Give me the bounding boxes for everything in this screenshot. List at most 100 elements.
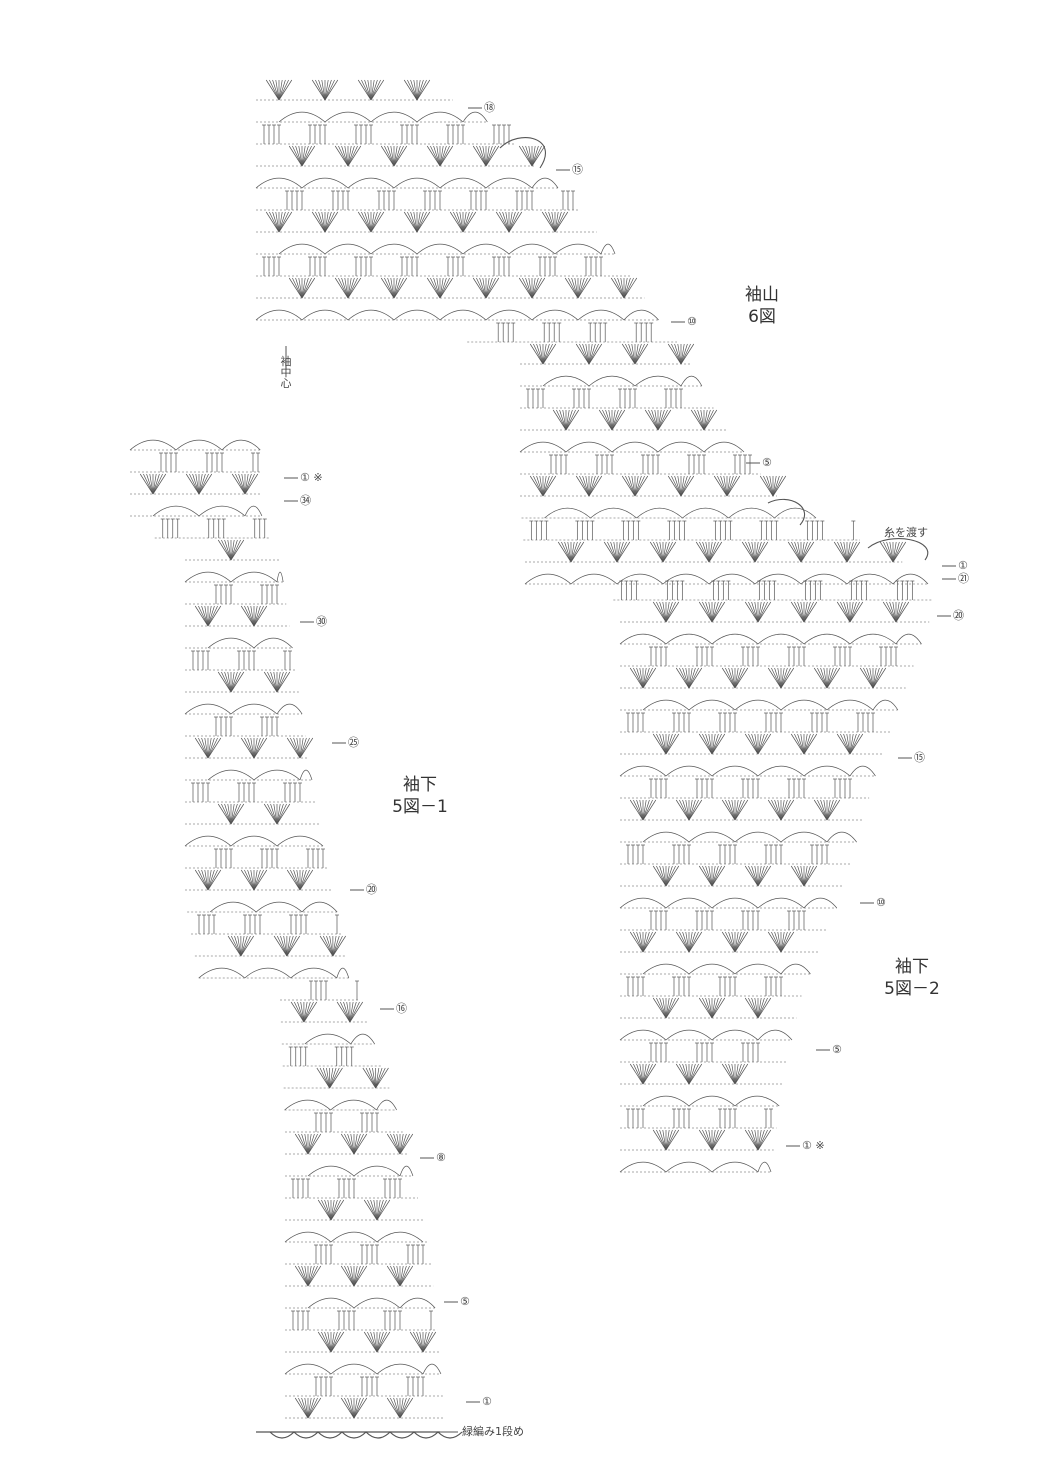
fan-stitch — [338, 277, 349, 299]
fan-stitch — [322, 1067, 331, 1089]
fan-stitch — [307, 1265, 315, 1287]
fan-stitch — [324, 79, 329, 101]
row-marker-cap-1: ① — [958, 559, 968, 572]
chain-arc — [301, 177, 349, 189]
fan-stitch — [301, 1133, 309, 1155]
fan-stitch — [711, 1129, 722, 1151]
fan-stitch — [286, 869, 301, 891]
fan-stitch — [565, 409, 576, 431]
fan-stitch — [416, 211, 424, 233]
fan-stitch — [777, 799, 782, 821]
fan-stitch — [372, 1067, 377, 1089]
fan-stitch — [485, 277, 490, 299]
fan-stitch — [774, 931, 782, 953]
fan-stitch — [682, 931, 690, 953]
fan-stitch — [628, 343, 636, 365]
fan-stitch — [244, 605, 255, 627]
fan-stitch — [436, 277, 441, 299]
chain-arc — [184, 703, 232, 715]
fan-stitch — [702, 997, 713, 1019]
fan-stitch — [725, 667, 736, 689]
fan-stitch — [665, 601, 680, 623]
fan-stitch — [748, 1129, 759, 1151]
fan-stitch — [570, 541, 578, 563]
chain-arc — [276, 571, 284, 583]
fan-stitch — [656, 601, 667, 623]
fan-stitch — [698, 601, 713, 623]
underarm-chart-part1 — [129, 439, 445, 1419]
fan-stitch — [221, 803, 232, 825]
fan-stitch — [567, 541, 572, 563]
row-marker-cap-10: ⑩ — [687, 315, 697, 328]
fan-stitch — [353, 1265, 368, 1287]
fan-stitch — [734, 667, 739, 689]
fan-stitch — [665, 601, 676, 623]
fan-stitch — [662, 1129, 667, 1151]
fan-stitch — [152, 473, 157, 495]
chain-arc — [757, 765, 805, 777]
fan-stitch — [621, 343, 636, 365]
fan-stitch — [679, 1063, 690, 1085]
fan-stitch — [577, 277, 582, 299]
fan-stitch — [299, 737, 304, 759]
fan-stitch — [754, 1129, 759, 1151]
yarn-loop-cap-top — [499, 137, 546, 169]
row-marker-p1-30: ㉚ — [316, 615, 327, 628]
fan-stitch — [665, 601, 670, 623]
fan-stitch — [625, 343, 636, 365]
fan-stitch — [680, 475, 688, 497]
chain-arc — [872, 699, 899, 711]
fan-stitch — [754, 541, 762, 563]
fan-stitch — [525, 145, 533, 167]
fan-stitch — [629, 931, 644, 953]
chain-arc — [244, 967, 291, 979]
fan-stitch — [542, 475, 550, 497]
chain-arc — [324, 243, 372, 255]
fan-stitch — [656, 541, 664, 563]
fan-stitch — [665, 1129, 680, 1151]
fan-stitch — [439, 277, 450, 299]
fan-stitch — [201, 869, 209, 891]
fan-stitch — [413, 211, 418, 233]
fan-stitch — [642, 667, 653, 689]
fan-stitch — [482, 145, 487, 167]
fan-stitch — [554, 211, 565, 233]
fan-stitch — [278, 79, 286, 101]
fan-stitch — [240, 605, 255, 627]
fan-stitch — [263, 803, 278, 825]
fan-stitch — [539, 343, 544, 365]
fan-stitch — [725, 931, 736, 953]
fan-stitch — [278, 211, 283, 233]
fan-stitch — [662, 733, 667, 755]
fan-stitch — [230, 539, 245, 561]
fan-stitch — [143, 473, 154, 495]
fan-stitch — [531, 277, 536, 299]
chain-arc — [849, 765, 876, 777]
fan-stitch — [734, 799, 745, 821]
fan-stitch — [731, 931, 736, 953]
fan-stitch — [518, 277, 533, 299]
fan-stitch — [318, 79, 326, 101]
fan-stitch — [329, 1067, 337, 1089]
fan-stitch — [734, 667, 749, 689]
fan-stitch — [399, 1265, 414, 1287]
fan-stitch — [290, 1001, 305, 1023]
fan-stitch — [198, 473, 203, 495]
fan-stitch — [542, 343, 557, 365]
fan-stitch — [344, 145, 349, 167]
fan-stitch — [757, 733, 762, 755]
fan-stitch — [390, 145, 395, 167]
fan-stitch — [588, 343, 593, 365]
fan-stitch — [803, 601, 818, 623]
fan-stitch — [295, 145, 303, 167]
fan-stitch — [370, 1331, 378, 1353]
fan-stitch — [349, 1001, 364, 1023]
fan-stitch — [407, 79, 418, 101]
fan-stitch — [577, 277, 592, 299]
chain-arc — [636, 507, 683, 519]
fan-stitch — [728, 1063, 736, 1085]
fan-stitch — [198, 869, 209, 891]
fan-stitch — [665, 865, 673, 887]
fan-stitch — [207, 737, 218, 759]
chain-arc — [688, 831, 736, 843]
